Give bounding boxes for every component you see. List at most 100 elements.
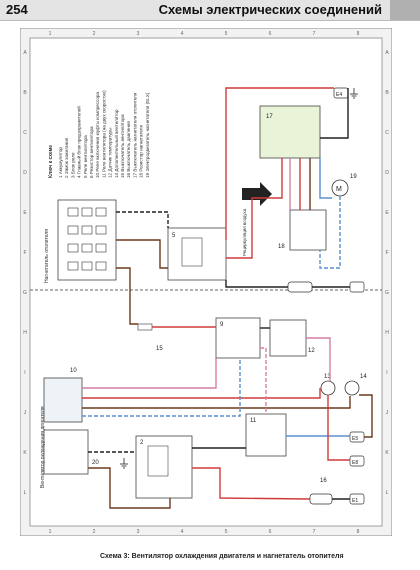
- legend-item: 1 Аккумулятор: [58, 147, 63, 178]
- figure-caption: Схема 3: Вентилятор охлаждения двигателя…: [100, 553, 344, 560]
- ruler-letter: D: [385, 170, 389, 176]
- legend-item: 6 Резистор вентилятора: [89, 126, 94, 178]
- heater-resistor-18: [289, 209, 327, 251]
- heater-switch-17: [259, 105, 321, 159]
- connector-top-right-label: E4: [336, 92, 342, 98]
- recirc-arrow: [242, 182, 272, 206]
- ruler-letter: B: [23, 90, 27, 96]
- main-relay-2-label: 2: [140, 440, 144, 446]
- ruler-number: 8: [357, 31, 360, 37]
- ruler-number: 8: [357, 529, 360, 535]
- ruler-letter: L: [386, 490, 389, 496]
- legend-item: 3 Блок реле: [70, 152, 75, 178]
- ruler-letter: G: [23, 290, 27, 296]
- sensor-10-label: 10: [70, 368, 77, 374]
- legend-item: 17 Выключатель нагнетателя отопителя: [132, 92, 137, 178]
- legend-item: 5 Реле вентилятора: [83, 135, 88, 178]
- ruler-letter: K: [23, 450, 27, 456]
- relay-16-label: 16: [320, 478, 327, 484]
- recirc-label: Рециркуляция воздуха: [242, 208, 247, 256]
- legend-title: Ключ к схеме: [48, 145, 54, 178]
- resistor-18-label: 18: [278, 244, 285, 250]
- legend-item: 19 Электродвигатель нагнетателя (ELX): [145, 92, 150, 178]
- fan-relay-9: [215, 317, 261, 359]
- connector-mid-right-a-label: E5: [352, 436, 358, 442]
- ruler-letter: G: [385, 290, 389, 296]
- ground-symbol-upper: [350, 88, 358, 99]
- switch-17-label: 17: [266, 114, 273, 120]
- motor-19-label: 19: [350, 174, 357, 180]
- legend-item: 10 Реле включения муфты компрессора: [95, 92, 100, 178]
- legend-item: 18 Резистор нагнетателя: [139, 125, 144, 178]
- ruler-letter: A: [23, 50, 27, 56]
- ruler-number: 4: [181, 529, 184, 535]
- ruler-letter: H: [23, 330, 27, 336]
- fuse-15-label: 15: [156, 346, 163, 352]
- ruler-number: 5: [225, 31, 228, 37]
- ruler-letter: K: [385, 450, 389, 456]
- ruler-letter: E: [23, 210, 27, 216]
- relay-5-label: 5: [172, 233, 176, 239]
- relay-5-coil: [181, 237, 203, 267]
- ruler-number: 1: [49, 31, 52, 37]
- ruler-number: 4: [181, 31, 184, 37]
- ruler-letter: C: [385, 130, 389, 136]
- legend-item: 2 Замок зажигания: [64, 137, 69, 178]
- ruler-letter: H: [385, 330, 389, 336]
- ruler-number: 6: [269, 529, 272, 535]
- lower-wires: [82, 298, 373, 509]
- ruler-number: 2: [93, 529, 96, 535]
- legend-item: 12 Датчик температуры: [108, 128, 113, 178]
- fusebox-20-label: 20: [92, 460, 99, 466]
- upper-inline-plug: [287, 281, 313, 293]
- ruler-number: 7: [313, 31, 316, 37]
- connector-mid-right-b-label: E8: [352, 460, 358, 466]
- page-header: 254 Схемы электрических соединений: [0, 0, 420, 21]
- ruler-letter: J: [24, 410, 27, 416]
- legend-item: 11 Реле вентилятора (на двух скоростях): [101, 90, 106, 178]
- main-relay-2-coil: [147, 445, 169, 477]
- lower-block-label: Вентилятор охлаждения двигателя: [40, 406, 46, 488]
- ruler-letter: E: [385, 210, 389, 216]
- temp-sensor-10: [43, 377, 83, 423]
- connector-bottom-right-label: E1: [352, 498, 358, 504]
- ruler-letter: J: [386, 410, 389, 416]
- header-tab: [390, 0, 420, 20]
- lower-inline-plug: [309, 493, 333, 505]
- fan-14-label: 14: [360, 374, 367, 380]
- connector-mid-right-b: [349, 455, 365, 467]
- ruler-letter: I: [24, 370, 25, 376]
- fan-motor-13: [320, 380, 336, 396]
- relay-12-label: 12: [308, 348, 315, 354]
- upper-connector-pins: [67, 207, 107, 271]
- fan-switch-11: [245, 413, 287, 457]
- motor-19-symbol: М: [336, 186, 342, 193]
- ruler-number: 6: [269, 31, 272, 37]
- inner-border: [29, 37, 383, 527]
- legend-item: 16 Выключатель давления: [126, 121, 131, 178]
- fuse-15: [137, 323, 153, 331]
- upper-wires: [116, 87, 350, 298]
- ruler-letter: F: [385, 250, 388, 256]
- upper-right-plug: [349, 281, 365, 293]
- ruler-letter: F: [23, 250, 26, 256]
- ruler-number: 5: [225, 529, 228, 535]
- ruler-letter: L: [24, 490, 27, 496]
- ruler-number: 3: [137, 31, 140, 37]
- ruler-number: 2: [93, 31, 96, 37]
- legend-item: 14 Дополнительный вентилятор: [113, 109, 119, 178]
- upper-block-label: Нагнетатель отопителя: [44, 229, 50, 283]
- relay-9-label: 9: [220, 322, 224, 328]
- main-relay-2: [135, 435, 193, 499]
- ruler-letter: B: [385, 90, 389, 96]
- fan-13-label: 13: [324, 374, 331, 380]
- fan-motor-14: [344, 380, 360, 396]
- ground-symbol-lower: [120, 458, 128, 469]
- ruler-letter: C: [23, 130, 27, 136]
- page-number: 254: [6, 2, 28, 17]
- book-title: Схемы электрических соединений: [158, 2, 382, 17]
